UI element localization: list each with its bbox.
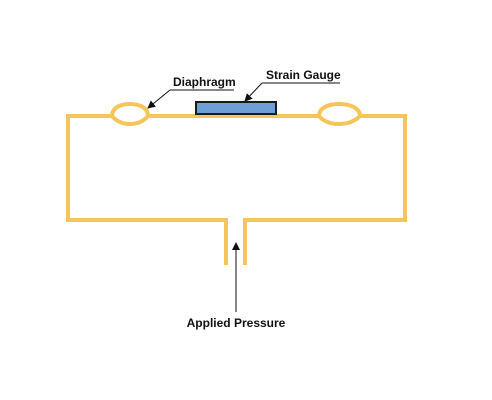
diaphragm-bump-left — [110, 101, 150, 117]
diaphragm — [110, 114, 362, 126]
strain-gauge-leader-arrow — [244, 82, 263, 102]
strain-gauge — [195, 101, 277, 115]
chamber-left-wall — [66, 114, 228, 265]
applied-pressure-label: Applied Pressure — [187, 316, 286, 330]
diaphragm-leader-arrow — [147, 89, 171, 109]
strain-gauge-label: Strain Gauge — [266, 68, 341, 82]
chamber-right-wall — [243, 114, 407, 265]
diaphragm-bump-right — [317, 101, 362, 117]
diaphragm-label: Diaphragm — [173, 75, 236, 89]
